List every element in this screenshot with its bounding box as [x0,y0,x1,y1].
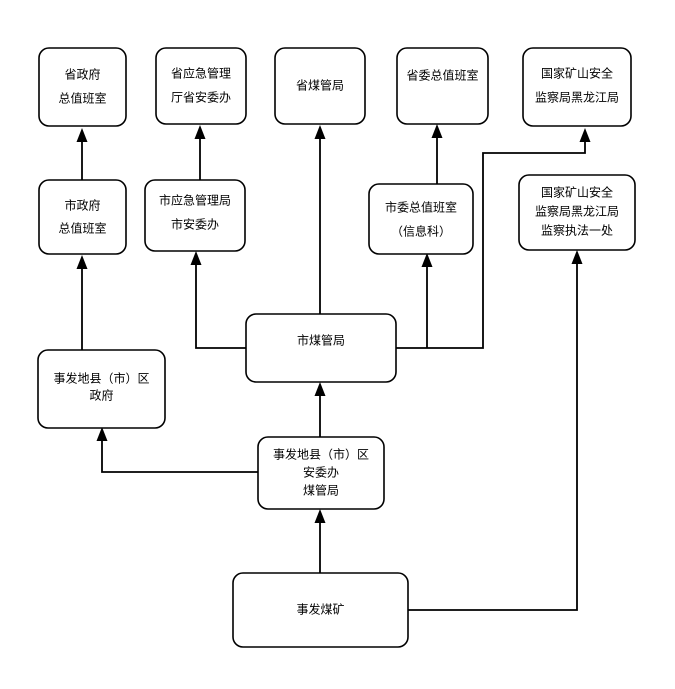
node-label-line: 总值班室 [58,91,106,106]
edge-city-coal-to-city-emerg [195,265,246,349]
edges [76,124,591,611]
node-label-line: 省应急管理 [171,66,231,81]
node-city-coal-bureau: 市煤管局 [245,313,397,383]
node-label-line: 总值班室 [58,221,106,236]
arrowhead-city-party [421,253,433,267]
node-city-emergency-management: 市应急管理局 市安委办 [144,179,246,252]
edge-county-office-to-county-gov [101,441,258,473]
node-label-line: 市委总值班室 [385,200,457,215]
node-label-line: 事发煤矿 [296,602,344,617]
node-label-line: 监察执法一处 [541,224,613,238]
node-provincial-party-duty-office: 省委总值班室 [396,47,489,125]
node-label-line: 国家矿山安全 [541,185,613,200]
node-label-line: 市政府 [64,198,100,213]
arrowhead-prov-gov [76,128,88,142]
node-label-line: 市安委办 [171,217,219,232]
arrowhead-prov-party [431,124,443,138]
arrowhead-city-gov [76,255,88,269]
arrowhead-nat-mine-div1 [571,250,583,264]
node-national-mine-safety-heilongjiang: 国家矿山安全 监察局黑龙江局 [522,47,632,127]
node-label-line: （信息科） [391,224,451,239]
node-label-line: 监察局黑龙江局 [535,91,619,105]
node-label-line: 省政府 [64,67,100,82]
node-accident-coal-mine: 事发煤矿 [232,572,409,648]
node-label-line: 安委办 [303,465,339,480]
arrowhead-prov-emerg [194,125,206,139]
node-label-line: 国家矿山安全 [541,66,613,81]
node-label-line: 煤管局 [303,483,339,498]
node-label-line: 监察局黑龙江局 [535,205,619,219]
node-label-line: 市煤管局 [297,333,345,348]
node-national-mine-safety-division-one: 国家矿山安全 监察局黑龙江局 监察执法一处 [518,174,636,251]
arrowhead-county-gov [96,427,108,441]
edge-city-coal-to-nat-mine-hlj [396,142,586,349]
arrowhead-county-office [314,509,326,523]
node-label-line: 厅省安委办 [171,90,231,105]
node-label-line: 市应急管理局 [159,193,231,208]
arrowhead-city-emerg [190,251,202,265]
node-city-party-duty-office: 市委总值班室 （信息科） [368,183,474,255]
node-label-line: 事发地县（市）区 [53,371,149,386]
node-label-line: 事发地县（市）区 [273,447,369,462]
node-label-line: 政府 [89,388,113,403]
node-city-government-duty-office: 市政府 总值班室 [38,179,127,255]
node-county-government: 事发地县（市）区 政府 [37,349,166,429]
node-provincial-coal-bureau: 省煤管局 [274,47,366,125]
node-label-line: 省委总值班室 [406,68,478,83]
node-provincial-emergency-management: 省应急管理 厅省安委办 [155,47,247,125]
arrowhead-nat-mine-hlj [579,128,591,142]
edge-mine-to-nat-mine-div1 [408,264,578,611]
node-label-line: 省煤管局 [296,78,344,93]
node-county-safety-and-coal-office: 事发地县（市）区 安委办 煤管局 [257,436,385,510]
arrowhead-city-coal [314,382,326,396]
node-provincial-government-duty-office: 省政府 总值班室 [38,47,127,127]
arrowhead-prov-coal [314,125,326,139]
